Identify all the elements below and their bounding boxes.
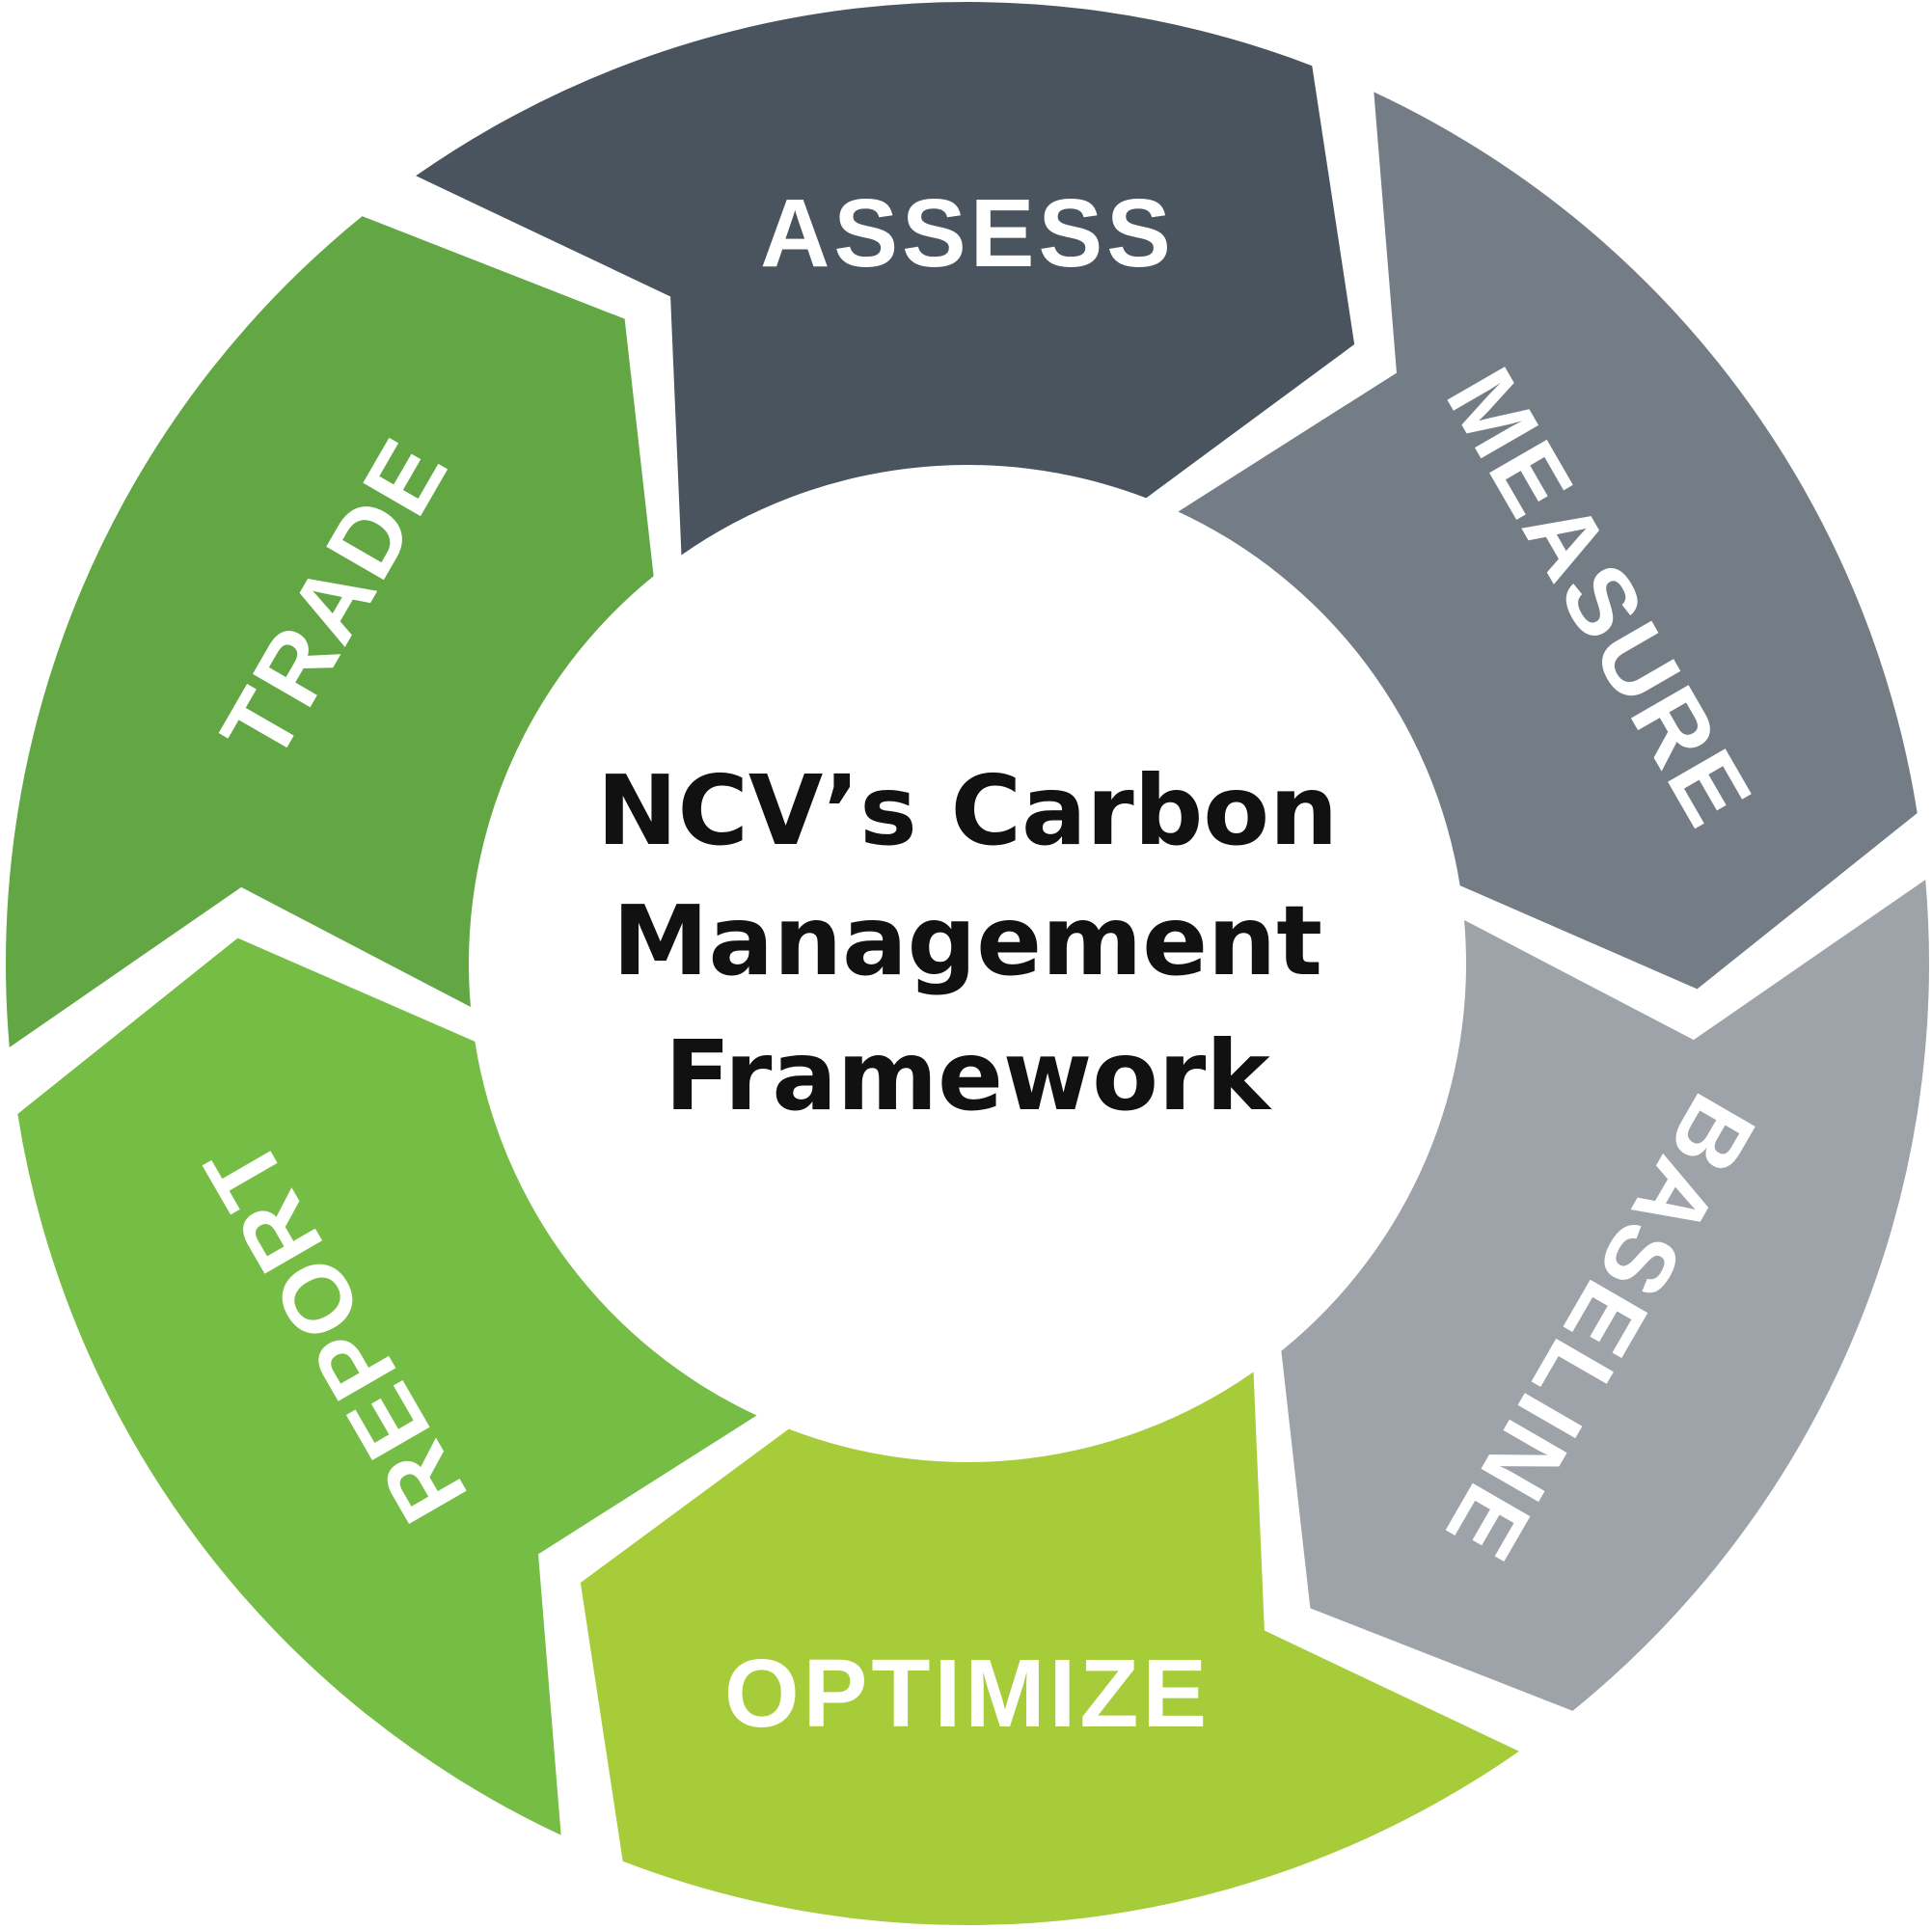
- segment-baseline: [1281, 880, 1929, 1711]
- segment-report: [17, 937, 757, 1835]
- center-title-line-3: Framework: [665, 1019, 1272, 1132]
- segment-assess: [416, 2, 1355, 556]
- label-optimize: OPTIMIZE: [724, 1640, 1211, 1748]
- segment-trade: [6, 216, 654, 1047]
- center-title: NCV’s Carbon Management Framework: [597, 754, 1338, 1132]
- label-assess: ASSESS: [760, 179, 1175, 287]
- center-title-line-2: Management: [612, 884, 1322, 997]
- segment-measure: [1178, 92, 1918, 990]
- cycle-segments: [6, 2, 1929, 1925]
- center-title-line-1: NCV’s Carbon: [597, 754, 1338, 867]
- segment-optimize: [580, 1372, 1519, 1925]
